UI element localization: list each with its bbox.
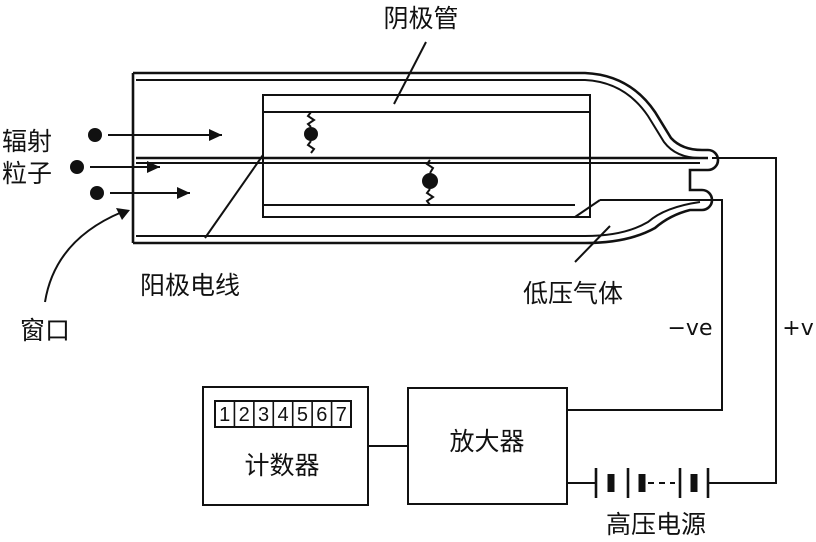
wire-negative bbox=[567, 199, 723, 411]
counter-label: 计数器 bbox=[244, 451, 319, 480]
counter-display-frame bbox=[214, 400, 352, 428]
amplifier-label: 放大器 bbox=[449, 427, 524, 456]
counter-digit: 7 bbox=[336, 404, 347, 426]
cathode-lead bbox=[574, 199, 601, 218]
leader-cathode-tube bbox=[393, 41, 427, 105]
arrowhead-window bbox=[116, 208, 130, 220]
counter-digit: 6 bbox=[316, 404, 327, 426]
low-pressure-gas-label: 低压气体 bbox=[523, 279, 623, 308]
ion-trail-upper bbox=[306, 111, 316, 154]
ion-pair-lower bbox=[422, 173, 438, 189]
arrowhead-3 bbox=[177, 187, 190, 199]
radiation-particles-label-line1: 辐射 bbox=[2, 127, 52, 156]
high-voltage-battery bbox=[594, 468, 722, 498]
counter-digit: 2 bbox=[239, 404, 250, 426]
window-label: 窗口 bbox=[20, 316, 70, 345]
tube-inner-glass-bottom bbox=[136, 201, 701, 237]
radiation-particles bbox=[70, 128, 222, 200]
cathode-tube-label: 阴极管 bbox=[383, 4, 458, 33]
ion-pair-upper bbox=[304, 127, 318, 141]
ion-trail-lower bbox=[425, 159, 435, 206]
leader-low-pressure-gas bbox=[574, 225, 611, 263]
positive-terminal-label: +v bbox=[782, 316, 813, 341]
leader-window bbox=[44, 211, 123, 303]
anode-wire-label: 阳极电线 bbox=[140, 271, 240, 300]
geiger-tube bbox=[131, 71, 720, 245]
counter-digit: 3 bbox=[258, 404, 269, 426]
leader-anode-wire bbox=[204, 154, 264, 239]
arrowhead-2 bbox=[147, 161, 160, 173]
particle-1 bbox=[88, 128, 102, 142]
tube-inner-glass bbox=[136, 79, 708, 159]
wiring bbox=[368, 157, 777, 484]
high-voltage-supply-label: 高压电源 bbox=[606, 510, 706, 539]
arrowhead-1 bbox=[209, 129, 222, 141]
counter-box bbox=[202, 386, 369, 506]
amplifier-box bbox=[407, 387, 568, 505]
wire-positive bbox=[712, 157, 777, 484]
negative-terminal-label: −ve bbox=[668, 316, 713, 341]
tube-outer-glass bbox=[133, 71, 720, 245]
radiation-particles-label-line2: 粒子 bbox=[2, 159, 52, 188]
counter-digit: 5 bbox=[297, 404, 308, 426]
counter-digit: 1 bbox=[219, 404, 230, 426]
counter-digit: 4 bbox=[277, 404, 288, 426]
particle-3 bbox=[90, 186, 104, 200]
cathode-cylinder bbox=[262, 94, 591, 218]
particle-2 bbox=[70, 160, 84, 174]
